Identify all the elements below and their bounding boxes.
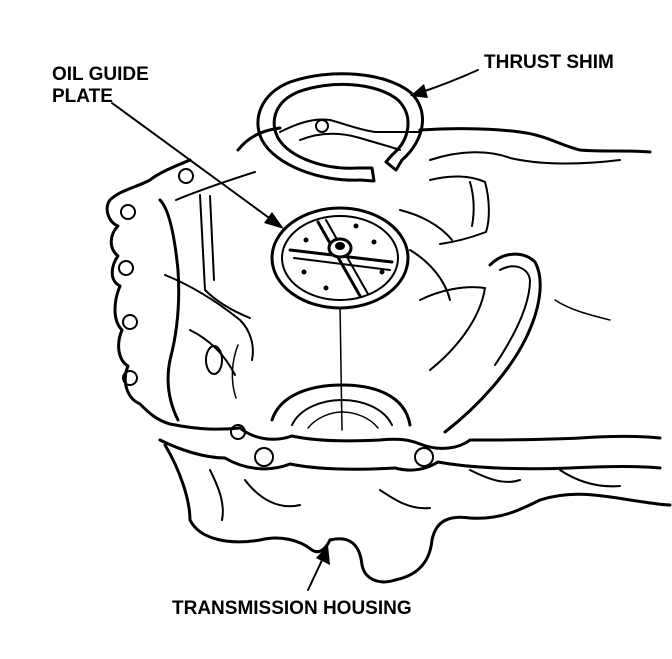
housing-inner-ledge bbox=[199, 194, 251, 319]
bolt-hole bbox=[118, 260, 134, 276]
plate-rivet bbox=[379, 269, 385, 275]
housing-bottom bbox=[209, 469, 224, 521]
housing-port bbox=[205, 345, 223, 375]
labels: OIL GUIDE PLATE THRUST SHIM TRANSMISSION… bbox=[52, 52, 614, 619]
thrust-shim-outer bbox=[256, 72, 424, 182]
housing-bottom bbox=[244, 479, 301, 508]
oil-guide-plate-label-line2: PLATE bbox=[52, 86, 113, 107]
oil-guide-plate-label-line1: OIL GUIDE bbox=[52, 64, 149, 85]
thrust-shim-tab bbox=[356, 166, 376, 183]
transmission-housing-leader bbox=[307, 555, 325, 591]
bolt-hole bbox=[230, 424, 246, 440]
housing-inner-ledge bbox=[209, 195, 215, 281]
transmission-housing-label: TRANSMISSION HOUSING bbox=[172, 598, 412, 619]
housing-partition bbox=[494, 265, 531, 366]
bolt-hole bbox=[414, 447, 434, 467]
housing-inner-wall bbox=[175, 171, 256, 201]
thrust-shim-inner bbox=[272, 83, 410, 170]
leader-lines bbox=[111, 69, 479, 591]
housing-web bbox=[231, 344, 239, 399]
bracket-bolt-hole bbox=[315, 119, 329, 133]
housing-bottom bbox=[163, 443, 332, 554]
plate-rivet bbox=[301, 269, 307, 275]
housing-bottom bbox=[328, 492, 672, 584]
plate-rivet bbox=[371, 239, 377, 245]
housing-right-detail bbox=[469, 181, 475, 227]
housing-left-flange bbox=[105, 158, 192, 426]
housing-inner-wall bbox=[158, 198, 181, 422]
bolt-hole bbox=[122, 314, 138, 330]
housing-right-detail bbox=[439, 231, 487, 245]
oil-guide-plate-inner bbox=[281, 215, 399, 301]
thrust-shim-leader bbox=[421, 69, 479, 93]
oil-guide-plate-arrowhead bbox=[264, 212, 284, 229]
plate-rivet bbox=[323, 285, 329, 291]
bolt-hole bbox=[122, 370, 138, 386]
thrust-shim-tab bbox=[384, 153, 404, 172]
housing-partition bbox=[419, 286, 486, 371]
housing-lower-flange bbox=[158, 438, 662, 472]
housing-bottom bbox=[559, 469, 621, 488]
thrust-shim bbox=[256, 72, 424, 183]
plate-spoke bbox=[325, 219, 369, 295]
housing-bracket bbox=[279, 118, 421, 133]
housing-partition bbox=[554, 299, 611, 321]
plate-hub-hole bbox=[335, 242, 345, 250]
bolt-hole bbox=[254, 447, 274, 467]
housing-partition bbox=[443, 252, 542, 434]
housing-web bbox=[189, 329, 236, 376]
plate-spoke bbox=[316, 220, 362, 298]
transmission-housing-arrowhead bbox=[316, 545, 330, 565]
oil-guide-plate-leader bbox=[111, 102, 273, 221]
housing-bottom bbox=[469, 469, 521, 483]
housing-right-detail bbox=[399, 209, 453, 241]
housing-right-detail bbox=[409, 249, 451, 301]
oil-tube bbox=[339, 304, 343, 431]
bolt-hole bbox=[120, 204, 136, 220]
housing-web bbox=[164, 274, 254, 361]
housing-top-edge bbox=[429, 151, 621, 165]
plate-rivet bbox=[353, 223, 359, 229]
housing-bottom bbox=[379, 489, 431, 510]
housing-top-edge bbox=[418, 127, 652, 154]
bolt-hole bbox=[178, 168, 194, 184]
thrust-shim-arrowhead bbox=[410, 84, 428, 98]
oil-guide-plate bbox=[270, 206, 410, 310]
housing-bracket bbox=[299, 132, 401, 151]
housing-bore bbox=[307, 411, 379, 429]
plate-rivet bbox=[303, 237, 309, 243]
transmission-housing bbox=[105, 126, 672, 584]
housing-right-detail bbox=[429, 175, 490, 233]
thrust-shim-label: THRUST SHIM bbox=[484, 52, 614, 73]
